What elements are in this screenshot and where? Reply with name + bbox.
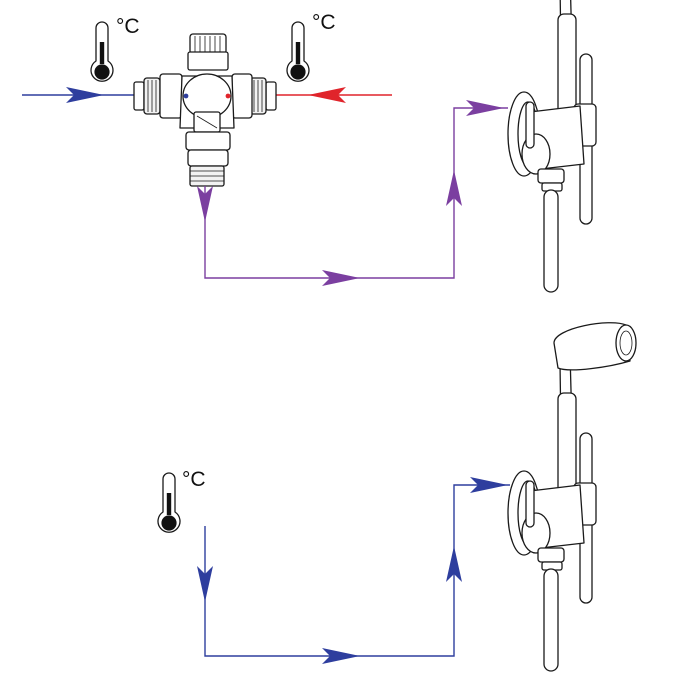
hot-inlet [276,87,392,103]
flow-arrow [197,566,213,602]
top-system: °C °C [22,0,637,293]
bottom-system: °C [157,322,637,672]
thermometer-icon [286,21,310,82]
flow-arrow [197,186,213,222]
thermostatic-mixing-valve-icon [133,33,277,187]
cold-inlet [22,87,138,103]
unit-label: °C [312,11,336,34]
flow-arrow [470,477,508,493]
flow-arrow [308,87,346,103]
unit-label: °C [182,468,206,491]
unit-label: °C [116,15,140,38]
thermometer-icon [90,21,114,82]
flow-arrow [446,170,462,206]
flow-arrow [466,100,504,116]
flow-arrow [322,648,360,664]
mixed-water-line [197,100,508,286]
flow-arrow [66,87,104,103]
bidet-shower-icon [507,322,637,672]
thermometer-icon [157,472,181,533]
flow-arrow [446,546,462,582]
flow-arrow [322,270,360,286]
bidet-shower-icon [507,0,637,293]
cold-water-line [197,477,510,664]
